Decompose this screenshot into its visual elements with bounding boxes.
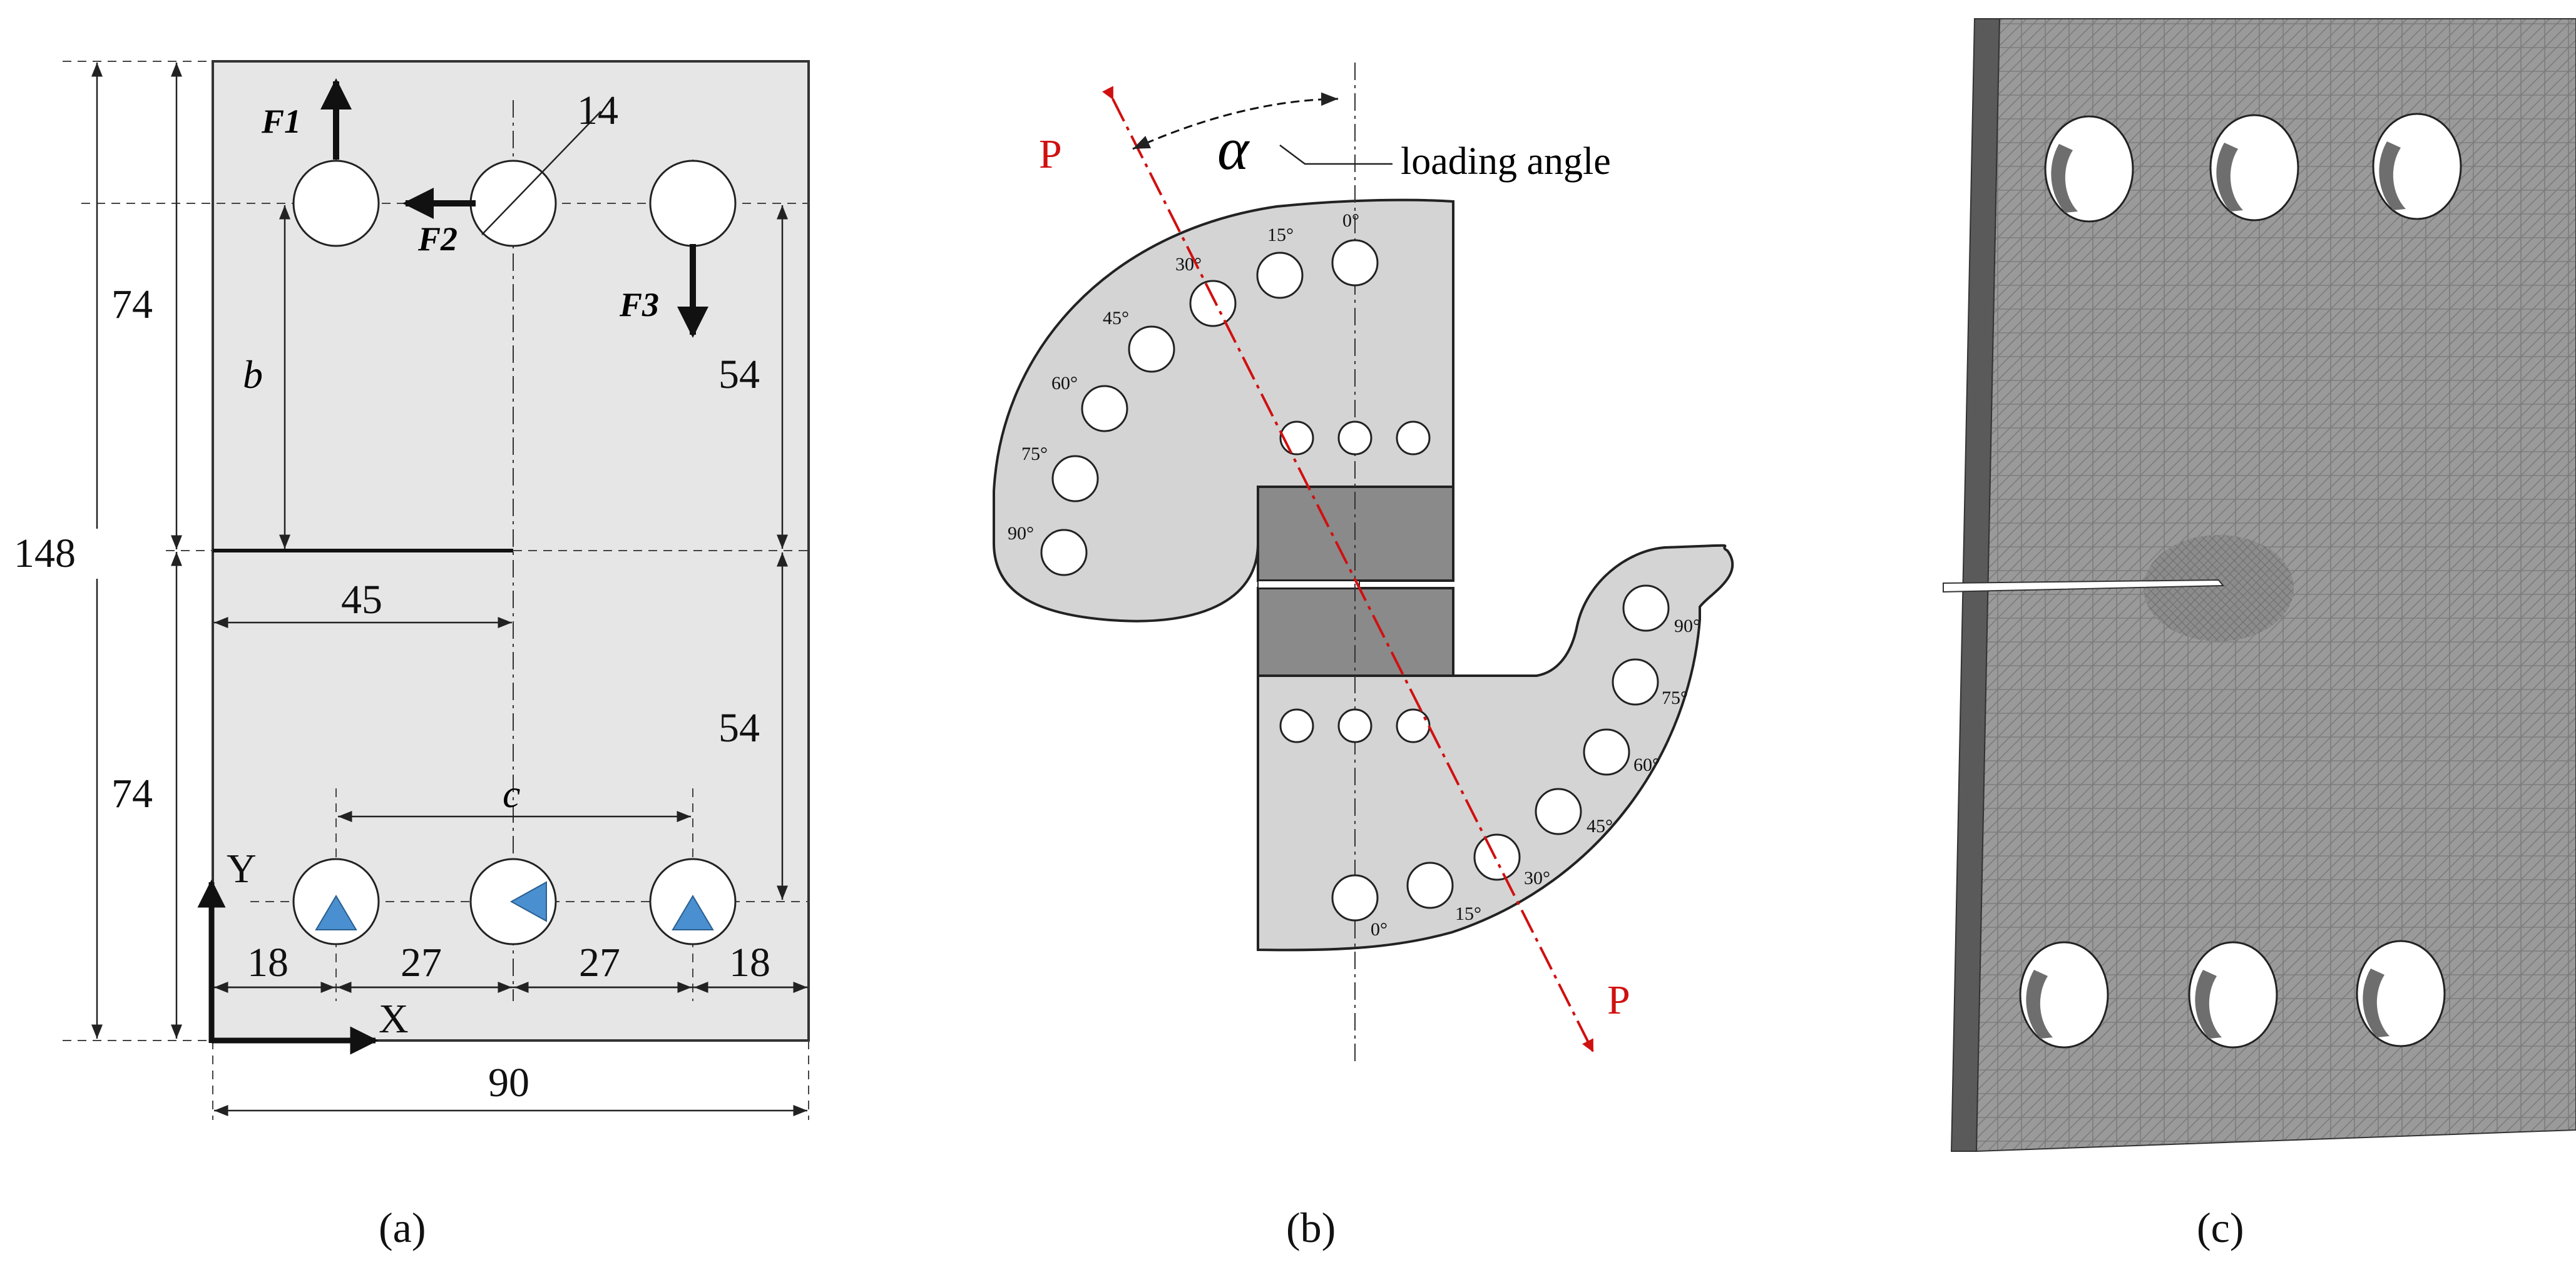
upper-hole-60	[1081, 385, 1128, 432]
mesh-top-holes	[2044, 113, 2462, 223]
upper-angle-15: 15°	[1267, 225, 1294, 245]
top-hole-right	[649, 160, 737, 247]
panel-b: 0° 15° 30° 45° 60° 75° 90° 0° 15° 30° 45…	[993, 63, 1734, 1251]
top-hole-left	[292, 160, 380, 247]
upper-mid-hole-3	[1396, 420, 1431, 455]
angle-symbol: α	[1217, 115, 1250, 182]
panel-c: (c)	[1943, 18, 2576, 1251]
upper-hole-30	[1189, 280, 1237, 327]
upper-hole-75	[1051, 455, 1099, 502]
lower-hole-30	[1473, 833, 1521, 881]
force-f3-label: F3	[619, 286, 659, 323]
lower-hole-45	[1535, 788, 1582, 835]
upper-hole-15	[1256, 252, 1304, 299]
specimen-crack	[1257, 580, 1360, 589]
force-f1-label: F1	[261, 103, 301, 140]
lower-hole-75	[1612, 658, 1659, 706]
lower-angle-45: 45°	[1587, 816, 1613, 837]
crack-tip-refinement	[2144, 535, 2294, 641]
dim-18-left-label: 18	[247, 940, 289, 985]
dim-18-right-label: 18	[729, 940, 770, 985]
dim-c-label: c	[503, 771, 520, 816]
lower-mid-hole-3	[1396, 708, 1431, 743]
support-triangle-center	[509, 881, 547, 922]
dim-54-top-label: 54	[718, 352, 760, 397]
lower-angle-30: 30°	[1524, 868, 1550, 888]
angle-label: loading angle	[1401, 140, 1611, 183]
upper-angle-60: 60°	[1051, 373, 1078, 394]
dim-14-label: 14	[577, 88, 618, 133]
lower-angle-60: 60°	[1633, 755, 1660, 775]
lower-hole-0	[1331, 874, 1379, 922]
upper-angle-75: 75°	[1021, 444, 1048, 464]
x-axis-label: X	[379, 996, 409, 1042]
load-line	[1101, 86, 1594, 1052]
upper-mid-hole-2	[1337, 420, 1372, 455]
support-triangle-right	[672, 895, 714, 930]
upper-hole-0	[1331, 239, 1379, 287]
mesh-bottom-holes	[2019, 940, 2446, 1049]
dim-27-right-label: 27	[579, 940, 620, 985]
dim-74-top-label: 74	[111, 282, 153, 327]
dim-148-label-bg	[6, 529, 100, 579]
upper-hole-45	[1128, 325, 1175, 373]
dim-b-label: b	[243, 352, 263, 397]
lower-hole-15	[1406, 862, 1454, 909]
load-label-top: P	[1039, 131, 1062, 177]
panel-a: F1 F2 F3 148 74 74 b 45 14 54 54 c	[6, 60, 810, 1251]
dim-54-bottom-label: 54	[718, 705, 760, 751]
upper-mid-hole-1	[1279, 420, 1314, 455]
support-triangle-left	[315, 895, 357, 930]
lower-angle-90: 90°	[1674, 616, 1700, 636]
loading-angle-arc	[1132, 92, 1339, 150]
load-label-bottom: P	[1607, 977, 1630, 1023]
dim-74-bottom-label: 74	[111, 771, 153, 817]
lower-angle-15: 15°	[1455, 903, 1481, 924]
dim-45-label: 45	[341, 577, 382, 623]
y-axis-label: Y	[227, 846, 257, 892]
lower-mid-hole-2	[1337, 708, 1372, 743]
caption-c: (c)	[2197, 1204, 2244, 1251]
caption-b: (b)	[1286, 1204, 1336, 1251]
lower-angle-75: 75°	[1662, 688, 1688, 708]
upper-angle-90: 90°	[1008, 523, 1034, 544]
hole-diameter-leader	[481, 111, 601, 235]
upper-angle-0: 0°	[1342, 210, 1359, 231]
crack-slit	[1943, 579, 2225, 593]
lower-angle-0: 0°	[1371, 919, 1388, 940]
dim-90-label: 90	[488, 1060, 529, 1106]
lower-mid-hole-1	[1279, 708, 1314, 743]
caption-a: (a)	[379, 1204, 426, 1251]
upper-hole-90	[1040, 529, 1088, 576]
dim-27-left-label: 27	[401, 940, 442, 985]
lower-hole-90	[1622, 584, 1670, 632]
upper-angle-45: 45°	[1103, 308, 1129, 328]
angle-leader	[1279, 145, 1393, 165]
force-f2-label: F2	[417, 220, 457, 258]
dim-148-label: 148	[14, 531, 76, 576]
upper-angle-30: 30°	[1175, 254, 1202, 275]
lower-hole-60	[1583, 728, 1630, 776]
